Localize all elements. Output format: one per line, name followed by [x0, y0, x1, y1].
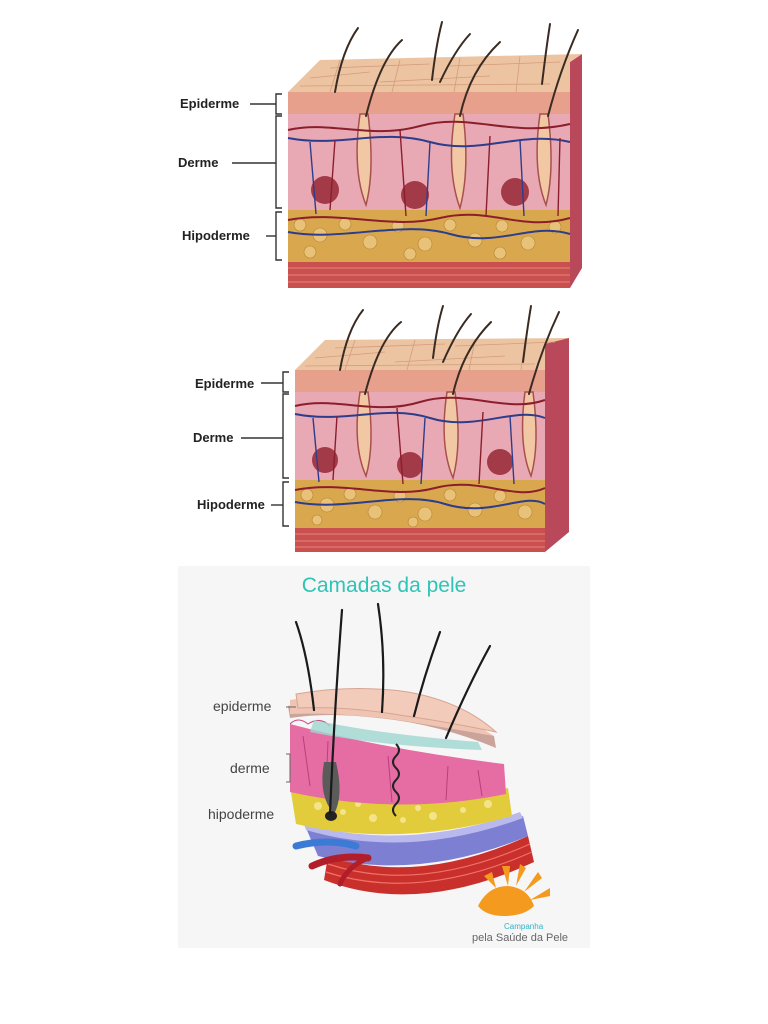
- skin-block-illustration-1: [232, 21, 582, 288]
- label-hipoderme-3: hipoderme: [208, 806, 275, 822]
- label-epiderme-2: Epiderme: [195, 376, 255, 391]
- brand-campaign-small: Campanha: [504, 922, 544, 931]
- skin-block-illustration-2: [241, 305, 569, 552]
- skin-layers-illustration: Camadas da pele: [178, 566, 590, 948]
- skin-layers-stack: [286, 602, 550, 916]
- brand-hand-icon: [478, 864, 550, 916]
- skin-diagram-2: Epiderme Derme Hipoderme: [185, 300, 585, 560]
- brand-campaign-name: pela Saúde da Pele: [472, 932, 569, 944]
- label-hipoderme-1: Hipoderme: [182, 228, 250, 243]
- label-derme-3: derme: [230, 760, 270, 776]
- label-epiderme-1: Epiderme: [180, 96, 240, 111]
- label-epiderme-3: epiderme: [213, 698, 272, 714]
- label-derme-1: Derme: [178, 155, 219, 170]
- diagram-title: Camadas da pele: [301, 574, 467, 597]
- label-derme-2: Derme: [193, 430, 234, 445]
- skin-diagram-1: Epiderme Derme Hipoderme: [170, 20, 600, 295]
- label-hipoderme-2: Hipoderme: [197, 497, 265, 512]
